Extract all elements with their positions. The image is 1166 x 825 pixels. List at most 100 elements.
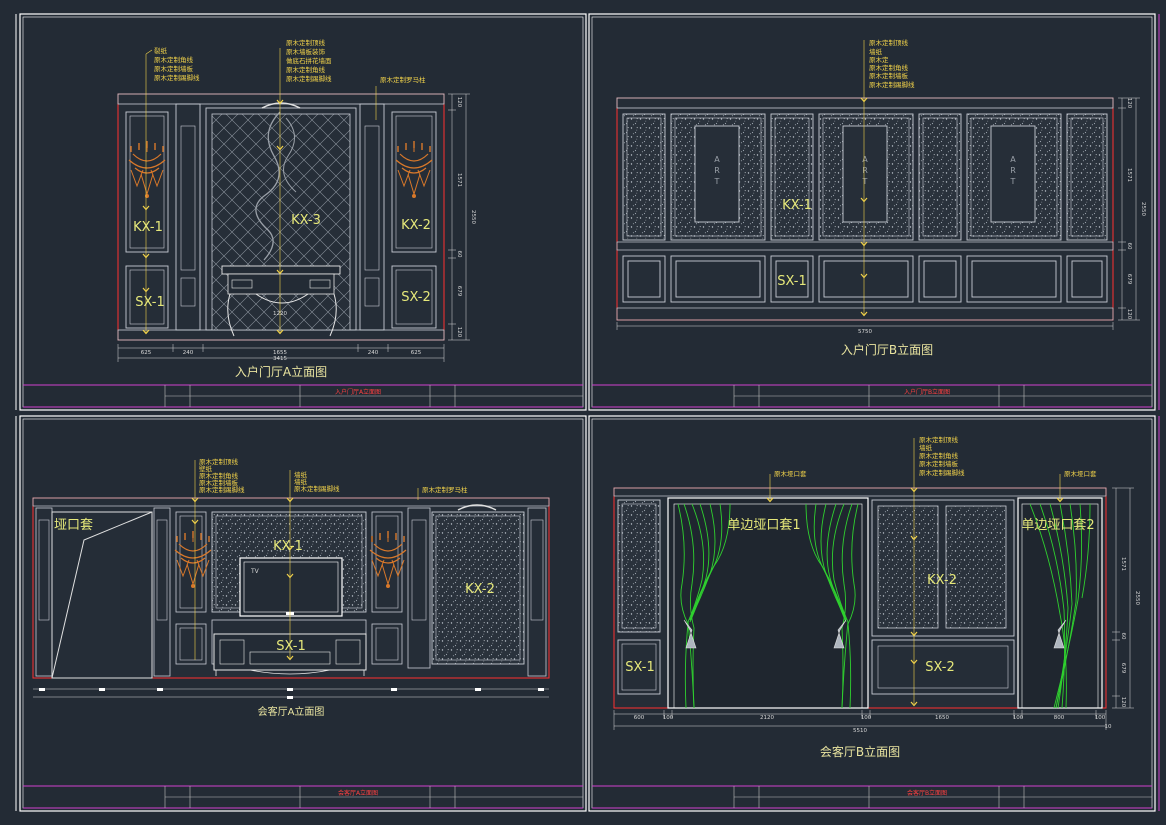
callout: 原木定制角线	[154, 55, 194, 64]
dimension: 2550	[1134, 591, 1140, 605]
panel-kx1	[125, 111, 169, 253]
dimension: 2120	[760, 715, 774, 721]
callout: 墙纸	[919, 443, 933, 452]
callout: 墙纸	[869, 47, 883, 56]
sheet-entrance-hall-a: 入户门厅A立面图	[19, 13, 587, 411]
callout: 做底石拼花墙面	[286, 56, 332, 65]
drawing-title: 会客厅B立面图	[820, 744, 900, 759]
panel-kx3-diamond	[211, 113, 351, 331]
material-label: 单边垭口套1	[727, 517, 800, 533]
dimension: 600	[634, 715, 645, 721]
doorway-opening-1	[667, 497, 869, 709]
callout: 原木定制踢脚线	[919, 468, 965, 477]
material-label: 垭口套	[54, 517, 93, 533]
tv-screen	[239, 557, 343, 617]
dimension: 1650	[935, 715, 949, 721]
dimension: 1571	[456, 173, 462, 187]
doorway-opening-2	[1017, 497, 1103, 709]
sheet-frame	[19, 415, 587, 812]
material-label: KX-1	[273, 539, 303, 554]
dimension: 120	[456, 97, 462, 108]
dimension: 120	[1126, 309, 1132, 320]
callout: 原木定制踢脚线	[869, 80, 915, 89]
callout: 原木定制墙板	[154, 64, 194, 73]
callout: 原木墙板装饰	[286, 47, 326, 56]
dimension: 625	[411, 350, 422, 356]
panel-kx2	[391, 111, 437, 253]
material-label: SX-1	[276, 639, 305, 654]
panel-sx1	[125, 265, 169, 329]
callout: 原木定制角线	[286, 65, 326, 74]
curtain-single	[1029, 503, 1091, 709]
panel-sx1	[617, 639, 661, 695]
sheet-living-room-b: 会客厅B立面图	[588, 415, 1156, 812]
dimension: 2550	[1140, 202, 1146, 216]
callout: 原木定	[869, 55, 889, 64]
dimension: 60	[456, 251, 462, 258]
dimension: 60	[1120, 633, 1126, 640]
title-block: 入户门厅A立面图	[23, 384, 583, 408]
callout: 原木垭口套	[774, 469, 807, 478]
sheet-stamp: 会客厅B立面图	[907, 789, 947, 797]
callout: 原木定制顶线	[199, 457, 239, 466]
callout: 原木定制踢脚线	[286, 74, 332, 83]
sheet-frame	[588, 13, 1156, 411]
material-label: KX-2	[465, 582, 495, 597]
tv-label: TV	[250, 568, 260, 575]
dimension: 100	[1013, 715, 1024, 721]
dimension: 100	[861, 715, 872, 721]
roman-column-right	[359, 103, 385, 331]
material-label: 单边垭口套2	[1021, 517, 1094, 533]
callout: 原木垭口套	[1064, 469, 1097, 478]
dimension: 625	[141, 350, 152, 356]
drawing-title: 入户门厅A立面图	[235, 364, 327, 379]
callout: 原木定制踢脚线	[294, 484, 340, 493]
curtain-right	[805, 503, 859, 709]
sheet-stamp: 会客厅A立面图	[338, 789, 378, 797]
callout: 原木定制墙板	[869, 71, 909, 80]
callout: 原木定制踢脚线	[199, 485, 245, 494]
callout: 原木定制墙板	[199, 478, 239, 487]
callout: 墙纸	[294, 470, 308, 479]
material-label: KX-1	[133, 220, 163, 235]
panel-kx2	[431, 511, 525, 665]
dimension: 240	[368, 350, 379, 356]
dimension: 800	[1054, 715, 1065, 721]
material-label: SX-1	[777, 274, 806, 289]
sheet-frame	[19, 13, 587, 411]
material-label: SX-1	[625, 660, 654, 675]
drawing-title: 会客厅A立面图	[258, 705, 325, 718]
callout: 原木定制顶线	[869, 38, 909, 47]
title-block: 会客厅A立面图	[23, 785, 583, 809]
sheet-entrance-hall-b: 入户门厅B立面图	[588, 13, 1156, 411]
dimension: 1655	[273, 350, 287, 356]
callout: 原木定制罗马柱	[380, 75, 426, 84]
dimension: 1571	[1126, 168, 1132, 182]
dimension: 120	[1126, 98, 1132, 109]
door-opening	[51, 511, 153, 679]
dimension-total: 3415	[273, 356, 287, 362]
dimension: 1220	[273, 311, 287, 317]
material-label: SX-2	[925, 660, 954, 675]
dimension-total: 5750	[858, 329, 872, 335]
title-block: 入户门厅B立面图	[592, 384, 1152, 408]
dimension: 679	[1120, 663, 1126, 674]
material-label: KX-1	[782, 198, 812, 213]
curtain-left	[677, 503, 731, 709]
callout: 原木定制墙板	[919, 459, 959, 468]
dimension: 10	[1105, 724, 1112, 730]
material-label: SX-1	[135, 295, 164, 310]
material-label: KX-2	[401, 218, 431, 233]
callout: 原木定制角线	[869, 63, 909, 72]
dimension: 120	[456, 327, 462, 338]
title-block: 会客厅B立面图	[592, 785, 1152, 809]
dimension-total: 5510	[853, 728, 867, 734]
console-table	[221, 265, 341, 337]
dimension: 100	[663, 715, 674, 721]
roman-column-left	[175, 103, 201, 331]
dimension: 679	[1126, 274, 1132, 285]
material-label: SX-2	[401, 290, 430, 305]
